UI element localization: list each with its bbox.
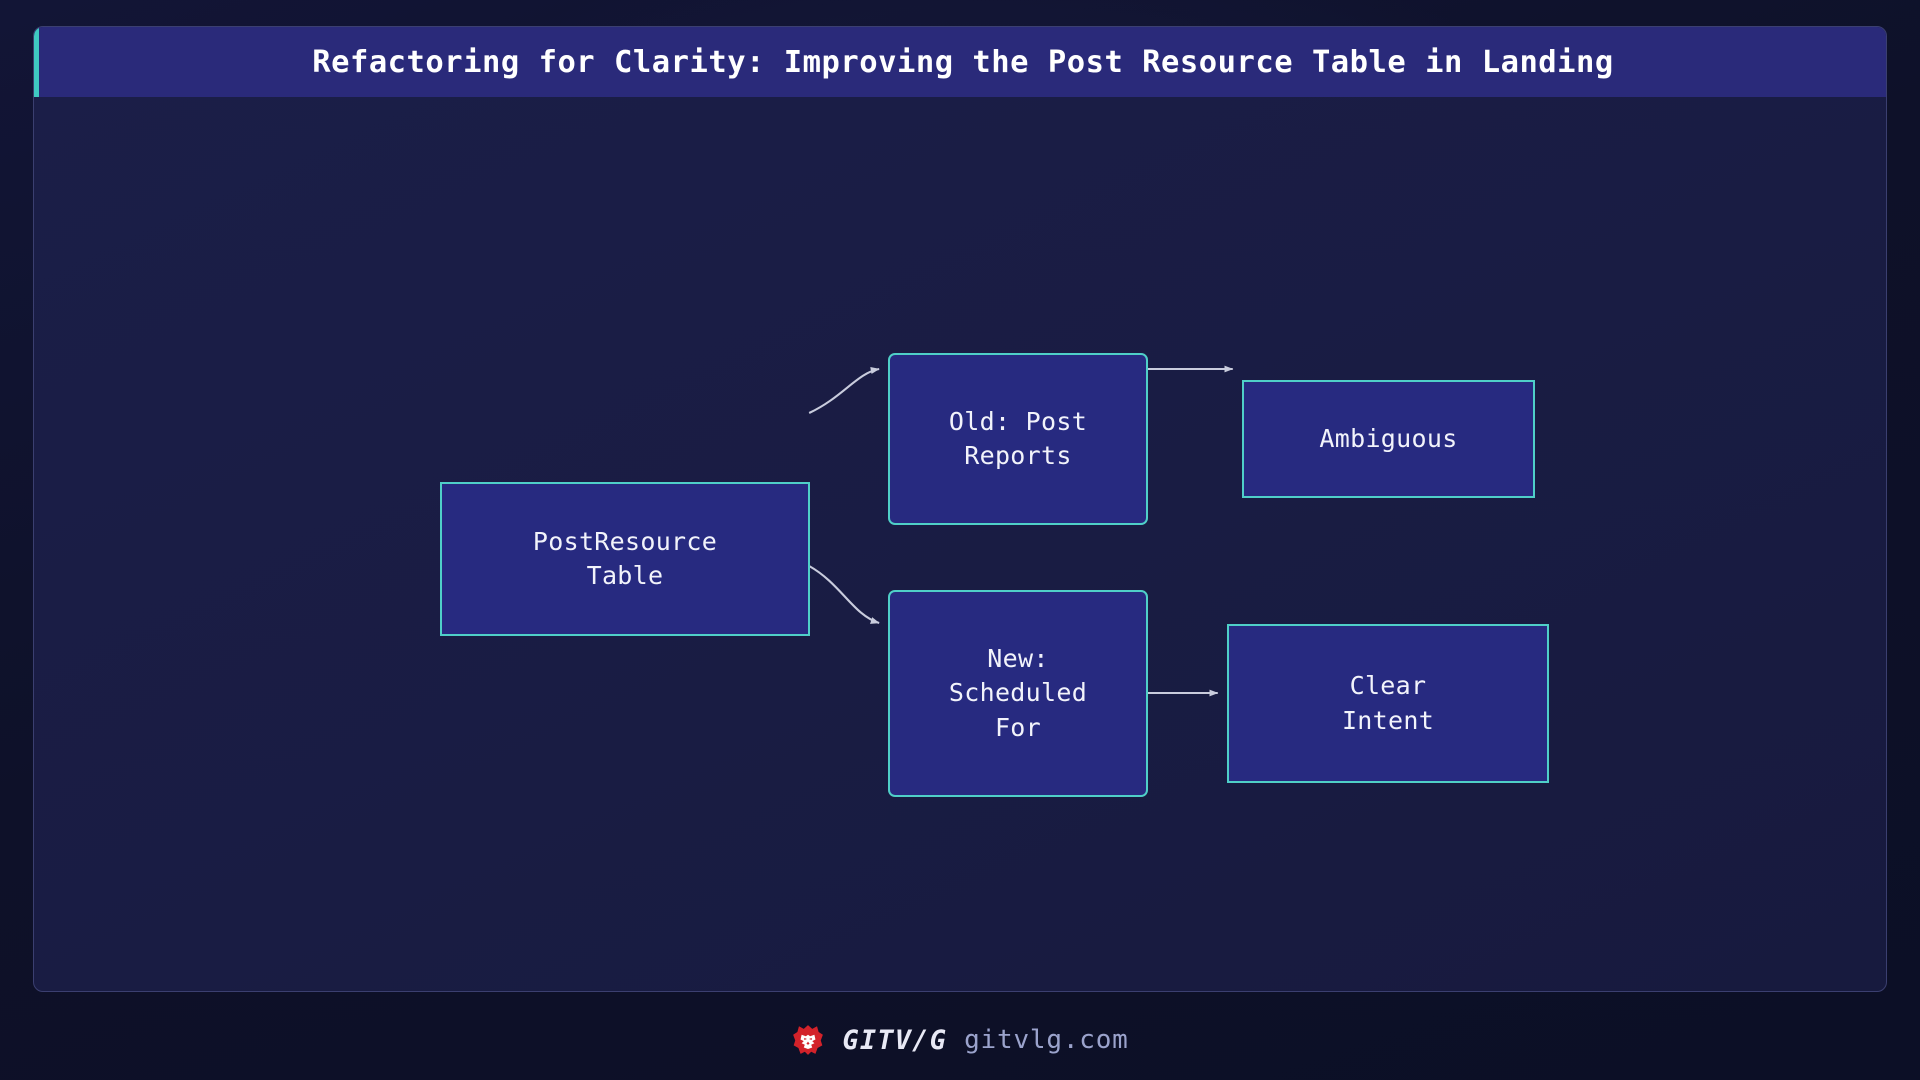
title-accent-bar <box>34 27 39 97</box>
slide-frame: Refactoring for Clarity: Improving the P… <box>33 26 1887 992</box>
diagram-node-clear[interactable]: Clear Intent <box>1227 624 1549 783</box>
brand-url: gitvlg.com <box>964 1025 1129 1055</box>
lion-head-icon <box>793 1025 824 1055</box>
brand-name: GITV/G <box>842 1024 948 1056</box>
diagram-node-source[interactable]: PostResource Table <box>440 482 810 636</box>
diagram-node-new[interactable]: New: Scheduled For <box>888 590 1148 797</box>
diagram-node-old[interactable]: Old: Post Reports <box>888 353 1148 525</box>
diagram-canvas: PostResource Table Old: Post Reports New… <box>34 97 1886 991</box>
footer: GITV/G gitvlg.com <box>0 1012 1920 1068</box>
edge-source-to-new <box>808 565 880 625</box>
slide-title-bar: Refactoring for Clarity: Improving the P… <box>34 27 1886 97</box>
page-title: Refactoring for Clarity: Improving the P… <box>312 44 1614 80</box>
diagram-node-ambiguous[interactable]: Ambiguous <box>1242 380 1535 498</box>
diagram-edge-layer <box>808 365 1234 697</box>
edge-source-to-old <box>808 367 880 414</box>
